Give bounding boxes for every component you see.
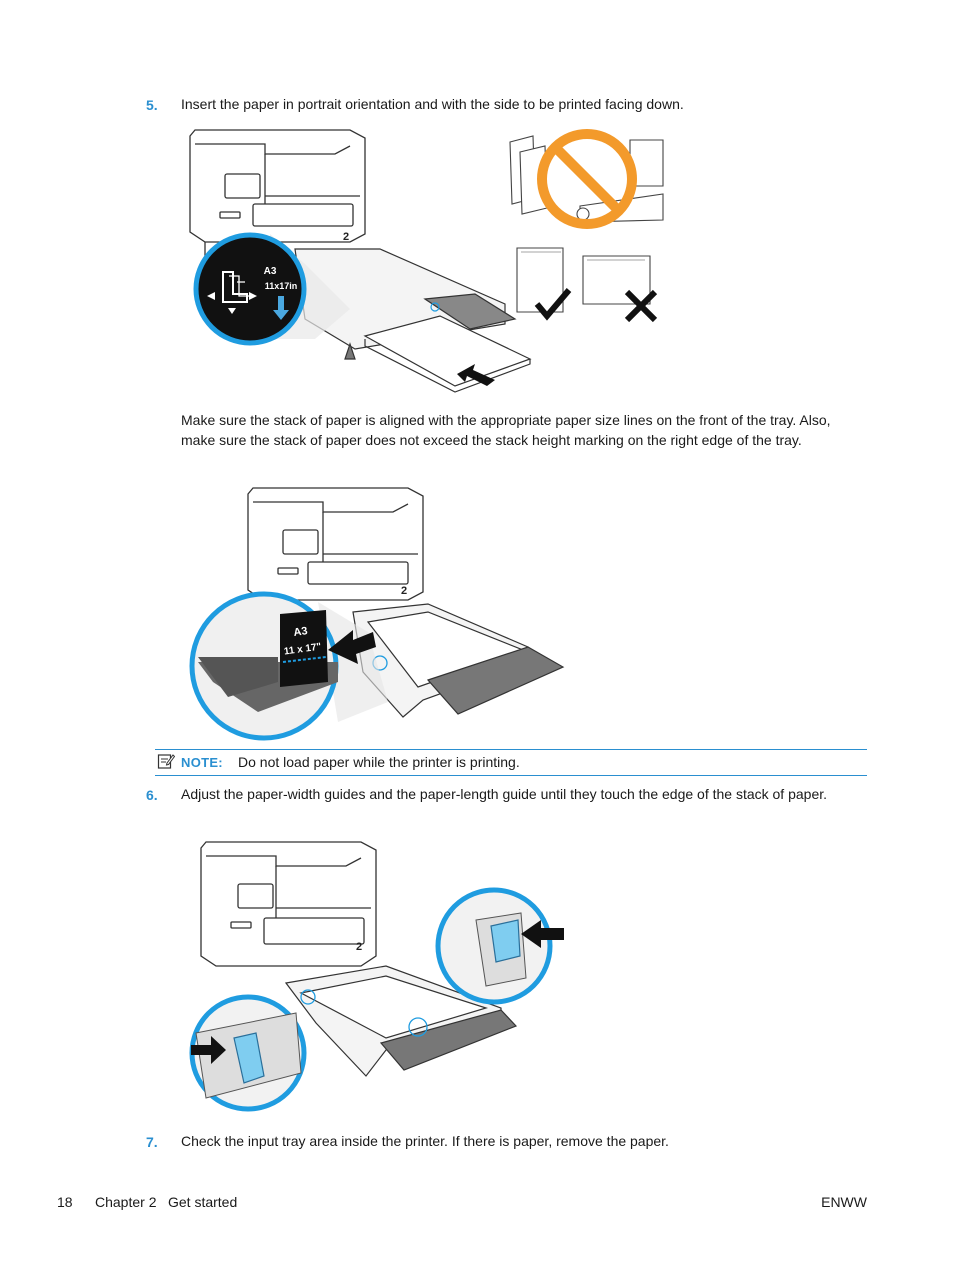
push-arrow-right-icon: [191, 1036, 226, 1064]
printer-illustration: [189, 129, 366, 264]
step-5-text: Insert the paper in portrait orientation…: [181, 96, 684, 112]
check-icon: [534, 288, 572, 321]
tray-number: 2: [343, 231, 349, 243]
prohibited-paper-types: [509, 129, 664, 229]
printer-illustration: [200, 841, 377, 967]
footer-section: Get started: [168, 1194, 238, 1210]
incorrect-orientation-example: [582, 255, 658, 323]
x-icon: [624, 289, 658, 323]
note-text: Do not load paper while the printer is p…: [238, 754, 520, 770]
correct-orientation-example: [516, 247, 572, 321]
alignment-paragraph: Make sure the stack of paper is aligned …: [181, 412, 831, 448]
step-6-number: 6.: [146, 787, 158, 803]
alignment-arrow-icon: [328, 630, 376, 664]
tray-number: 2: [356, 941, 362, 953]
figure-adjust-guides: 2: [189, 841, 564, 1112]
tray-with-paper: [284, 965, 518, 1077]
step-7-number: 7.: [146, 1134, 158, 1150]
size-label-11x17: 11x17in: [265, 281, 298, 291]
step-6-text: Adjust the paper-width guides and the pa…: [181, 786, 828, 802]
insert-arrow-icon: [457, 364, 495, 386]
alignment-callout: A3 11 x 17": [189, 591, 376, 741]
page-number: 18: [57, 1194, 73, 1210]
step-7-text: Check the input tray area inside the pri…: [181, 1133, 669, 1149]
figure-paper-alignment: 2 A3 11 x 17": [189, 487, 565, 741]
size-label-a3: A3: [264, 266, 277, 277]
note-pencil-icon: [157, 754, 175, 769]
note-label: NOTE:: [181, 755, 223, 770]
figure-load-paper: 2 A3 11x17in: [189, 129, 664, 393]
push-arrow-left-icon: [521, 920, 564, 948]
footer-doc-code: ENWW: [821, 1194, 867, 1210]
prohibited-icon: [537, 129, 637, 229]
size-label-11x17: 11 x 17": [283, 641, 322, 657]
paper-stack: [363, 315, 532, 393]
length-guide-callout: [435, 887, 564, 1005]
paper-orientation-icon: [222, 271, 248, 303]
step-5-number: 5.: [146, 97, 158, 113]
footer-chapter: Chapter 2: [95, 1194, 157, 1210]
printer-illustration: [247, 487, 424, 601]
width-guide-callout: [189, 994, 307, 1112]
tray-with-paper: [352, 603, 565, 718]
tray-number: 2: [401, 585, 407, 597]
note-box: NOTE: Do not load paper while the printe…: [155, 749, 867, 776]
down-arrow-icon: [273, 296, 289, 320]
size-label-a3: A3: [293, 625, 309, 639]
callout-magnifier: A3 11x17in: [193, 232, 307, 346]
